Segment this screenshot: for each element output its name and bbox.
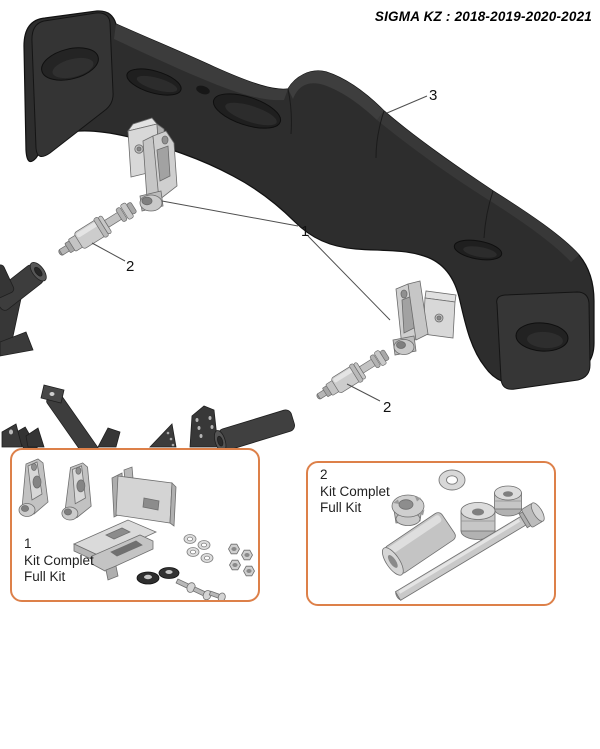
kit-box-2: 2 Kit Complet Full Kit: [306, 461, 556, 606]
kit-1-nuts: [228, 543, 255, 577]
leader-line-1b: [307, 235, 391, 321]
kit-1-parts-illustration: [18, 458, 255, 600]
kit-2-washer: [438, 469, 466, 491]
kit-1-name-fr: Kit Complet: [24, 552, 94, 568]
kit-1-base-plates: [73, 519, 157, 581]
kit-1-washers: [183, 534, 214, 563]
kit-2-flanged-bushing: [391, 494, 425, 526]
kit-box-1: 1 Kit Complet Full Kit: [10, 448, 260, 602]
kit-2-name-en: Full Kit: [320, 500, 362, 515]
kit-1-label: 1 Kit Complet Full Kit: [24, 536, 94, 586]
kit-1-number: 1: [24, 536, 32, 551]
kit-2-bushing-small: [494, 485, 522, 517]
kit-1-cone-washers: [136, 567, 180, 585]
kit-2-long-bolt: [394, 502, 545, 601]
callout-1: 1: [301, 223, 309, 240]
mounting-bracket-upper: [127, 117, 178, 212]
kit-1-hinge-bracket-b: [61, 461, 94, 522]
leader-line-1a: [161, 200, 299, 227]
kit-2-spacer-tube: [381, 512, 456, 576]
bumper-slots: [126, 68, 503, 261]
leader-line-3: [386, 95, 428, 114]
kit-1-screws: [175, 578, 226, 600]
kit-1-back-plate: [111, 466, 177, 527]
bumper-left-endcap: [31, 12, 114, 158]
page-title: SIGMA KZ : 2018-2019-2020-2021: [374, 9, 592, 24]
kit-2-number: 2: [320, 467, 328, 482]
kit-2-name-fr: Kit Complet: [320, 483, 390, 499]
callout-2-right: 2: [383, 399, 391, 416]
kit-2-label: 2 Kit Complet Full Kit: [320, 467, 390, 517]
bumper-right-endcap: [496, 291, 591, 390]
shock-bolt-upper: [53, 197, 140, 264]
mounting-bracket-lower: [392, 280, 457, 356]
leader-line-2b: [346, 383, 381, 402]
exploded-view-diagram: 3 1 2 2: [0, 10, 595, 469]
kit-1-hinge-bracket-a: [18, 458, 49, 517]
bumper-part: [23, 10, 595, 390]
leader-line-2a: [91, 242, 126, 262]
kit-2-parts-illustration: [381, 469, 545, 601]
shock-bolt-lower: [311, 345, 393, 407]
leader-lines: [91, 95, 428, 402]
chassis-fragments: [0, 261, 295, 469]
kit-2-bushing-large: [460, 502, 496, 540]
kit-1-name-en: Full Kit: [24, 569, 66, 584]
callout-3: 3: [429, 87, 437, 104]
callout-2-left: 2: [126, 258, 134, 275]
